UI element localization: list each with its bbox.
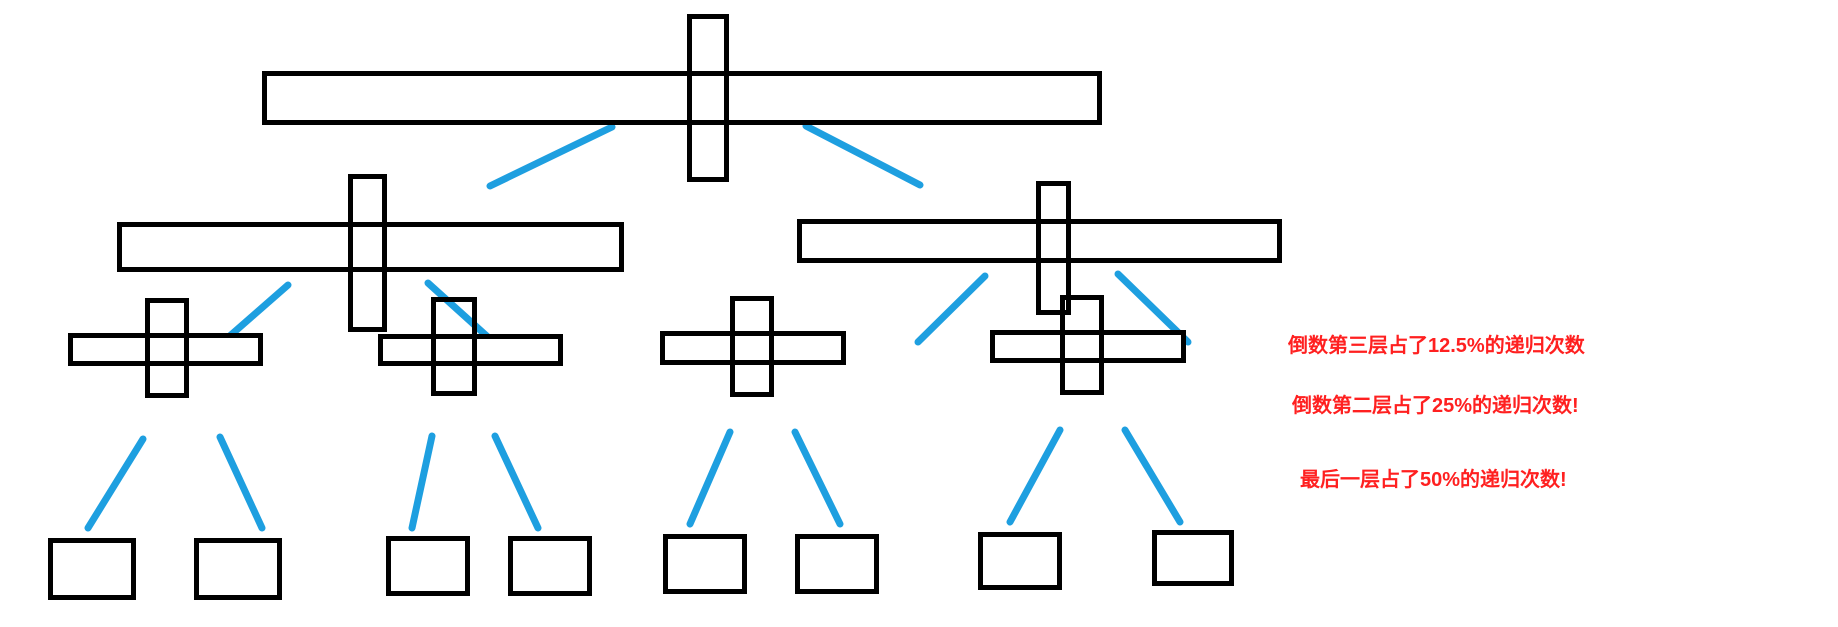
node-leaf-8[interactable]: [1152, 530, 1234, 586]
node-leaf-1[interactable]: [48, 538, 136, 600]
edge-l3-2-to-leaf-3: [408, 432, 436, 532]
node-l3-2-horizontal-bar: [378, 334, 563, 366]
node-l2-left-vertical-bar: [348, 174, 387, 332]
edge-l3-1-to-leaf-1: [84, 435, 147, 532]
node-leaf-5[interactable]: [663, 534, 747, 594]
annotation-third-from-last-layer: 倒数第三层占了12.5%的递归次数: [1288, 335, 1585, 357]
node-l3-2-vertical-bar: [431, 297, 477, 396]
annotation-second-from-last-layer: 倒数第二层占了25%的递归次数!: [1292, 395, 1579, 417]
edge-l3-2-to-leaf-4: [491, 432, 542, 532]
node-leaf-4[interactable]: [508, 536, 592, 596]
edge-l3-4-to-leaf-7: [1006, 426, 1064, 526]
edge-l3-3-to-leaf-5: [686, 428, 734, 528]
edge-l3-1-to-leaf-2: [216, 433, 266, 532]
edge-l3-4-to-leaf-8: [1121, 426, 1184, 526]
edge-root-to-l2-left: [486, 123, 616, 190]
node-l3-1-vertical-bar: [145, 298, 189, 398]
node-l2-left-horizontal-bar: [117, 222, 624, 272]
node-leaf-6[interactable]: [795, 534, 879, 594]
annotation-last-layer: 最后一层占了50%的递归次数!: [1300, 469, 1567, 491]
node-l3-4-horizontal-bar: [990, 330, 1186, 363]
node-l2-right-vertical-bar: [1036, 181, 1071, 315]
node-root-vertical-bar: [687, 14, 729, 182]
edge-l2right-to-l3-3: [914, 272, 989, 346]
edge-l3-3-to-leaf-6: [791, 428, 844, 528]
node-l3-3-horizontal-bar: [660, 331, 846, 365]
node-l3-1-horizontal-bar: [68, 333, 263, 366]
node-root-horizontal-bar: [262, 71, 1102, 125]
node-l3-4-vertical-bar: [1060, 295, 1104, 395]
node-leaf-3[interactable]: [386, 536, 470, 596]
node-l3-3-vertical-bar: [730, 296, 774, 397]
node-leaf-2[interactable]: [194, 538, 282, 600]
node-leaf-7[interactable]: [978, 532, 1062, 590]
edge-root-to-l2-right: [802, 122, 924, 189]
